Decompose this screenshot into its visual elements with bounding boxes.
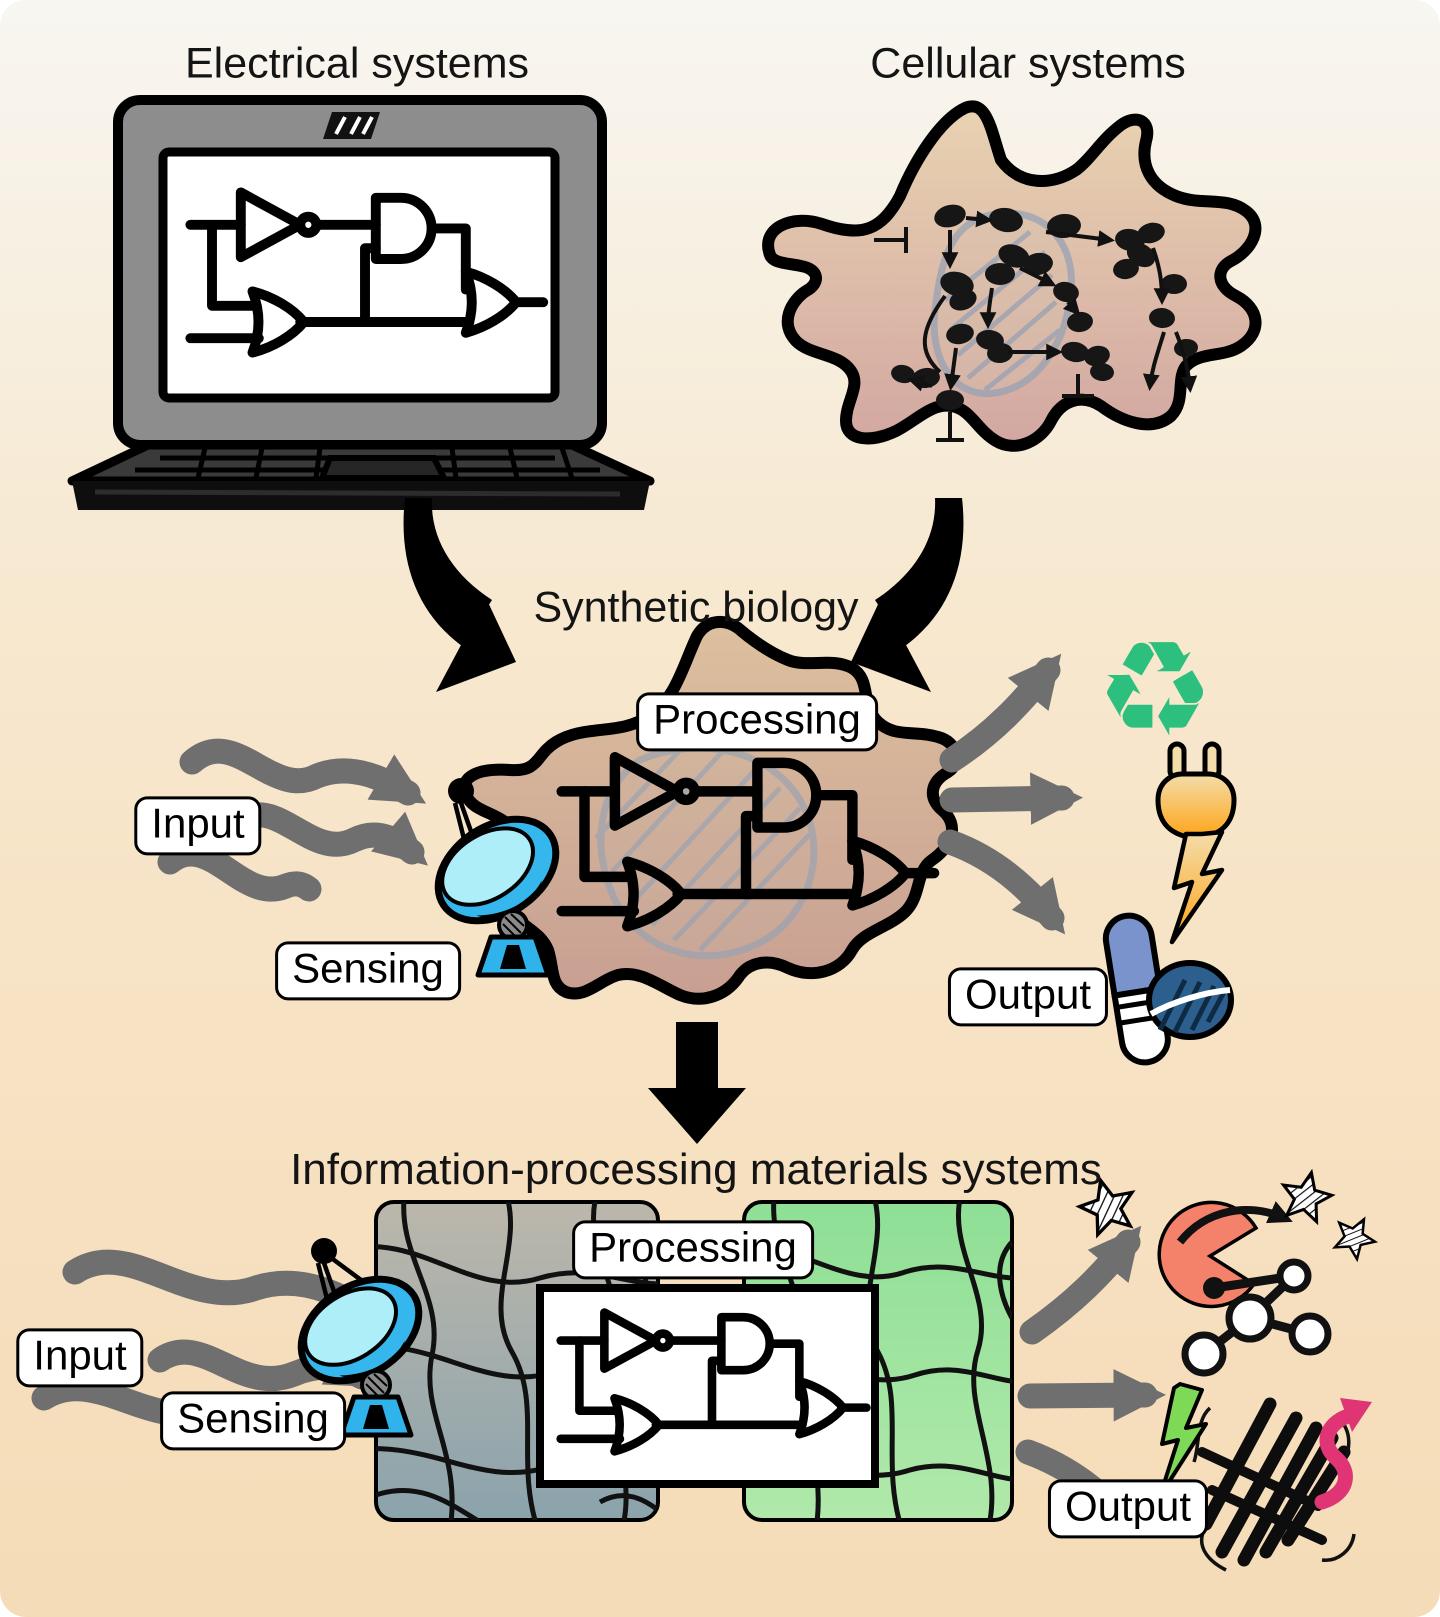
processing-label-middle: Processing <box>636 692 878 752</box>
down-arrow-icon <box>648 1022 746 1144</box>
output-arrows-bottom <box>1015 1225 1166 1536</box>
enzyme-icon <box>1072 1165 1384 1309</box>
lightning-icon <box>1169 829 1225 945</box>
electrical-systems-title: Electrical systems <box>184 39 530 88</box>
magenta-signal-arrow-icon <box>1314 1398 1372 1510</box>
laptop-icon <box>67 95 655 510</box>
cell-icon <box>762 100 1262 452</box>
star-icon <box>1275 1165 1338 1226</box>
gene-network-arrows <box>874 210 1198 442</box>
pills-icon <box>1102 912 1234 1066</box>
star-icon <box>1326 1208 1384 1264</box>
cellular-systems-title: Cellular systems <box>870 39 1186 88</box>
input-label-bottom: Input <box>16 1328 144 1388</box>
converging-arrow-left-icon <box>403 498 516 692</box>
processing-label-bottom: Processing <box>572 1220 814 1280</box>
protein-icon <box>1158 1382 1372 1572</box>
converging-arrow-right-icon <box>851 498 964 692</box>
molecule-icon <box>1181 1258 1332 1377</box>
output-label-middle: Output <box>947 967 1109 1027</box>
materials-systems-title: Information-processing materials systems <box>290 1145 1102 1194</box>
sensing-label-bottom: Sensing <box>160 1391 346 1451</box>
output-label-bottom: Output <box>1047 1479 1209 1539</box>
plug-icon <box>1155 741 1237 945</box>
laptop-logo-icon <box>323 112 380 139</box>
input-label-middle: Input <box>134 796 262 856</box>
sensing-label-middle: Sensing <box>275 941 461 1001</box>
synthetic-biology-title: Synthetic biology <box>533 583 859 632</box>
tablet-icon <box>1146 960 1234 1040</box>
recycle-icon: ♻ <box>1096 613 1214 767</box>
output-arrows-middle <box>937 653 1083 935</box>
processing-box <box>536 1284 879 1488</box>
